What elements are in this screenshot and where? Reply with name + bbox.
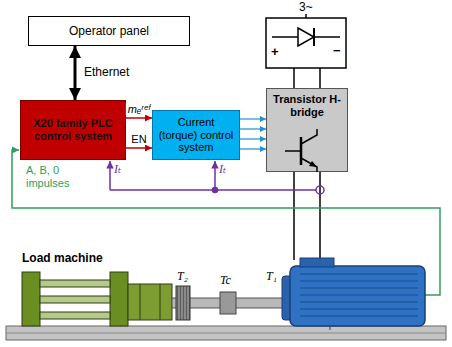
machine-base: [6, 326, 446, 340]
torque-label: Tc: [220, 274, 231, 288]
shaft: [172, 286, 286, 320]
polarity-sign: +: [271, 45, 279, 60]
signal-arrow: [74, 46, 77, 100]
load-machine: [22, 272, 172, 326]
signal-name: Iₜ: [219, 163, 226, 177]
signal-arrow: [126, 117, 152, 119]
controller-box: Current (torque) control system: [152, 110, 240, 160]
signal-arrow: [240, 128, 266, 129]
motor: [282, 258, 425, 330]
edge-label: EN: [129, 133, 148, 145]
signal-arrow: [240, 138, 266, 139]
signal-arrow: [240, 148, 266, 149]
signal-arrow: [126, 147, 152, 149]
torque-label: T₂: [177, 270, 188, 284]
node-text: Operator panel: [69, 24, 149, 38]
signal-name: Iₜ: [114, 163, 121, 177]
rectifier: [266, 14, 346, 88]
part-name: Load machine: [22, 252, 103, 266]
signal-name: A, B, 0 impulses: [26, 164, 88, 189]
torque-label: T₁: [266, 270, 277, 284]
supply-label: 3~: [299, 1, 313, 15]
node-text: Transistor H-bridge: [271, 93, 343, 119]
bridge-box: Transistor H-bridge: [266, 88, 348, 172]
signal-arrow: [240, 118, 266, 119]
plc-box: X20 family PLC control system: [20, 100, 126, 160]
edge-label: Ethernet: [82, 66, 131, 79]
node-text: X20 family PLC control system: [25, 117, 121, 143]
encoder-line: [12, 150, 440, 295]
polarity-sign: −: [333, 44, 341, 59]
edge-label: mₑʳᵉᶠ: [126, 103, 152, 115]
node-text: Current (torque) control system: [157, 116, 235, 155]
panel-box: Operator panel: [28, 16, 190, 46]
motor-wires: [294, 172, 320, 260]
